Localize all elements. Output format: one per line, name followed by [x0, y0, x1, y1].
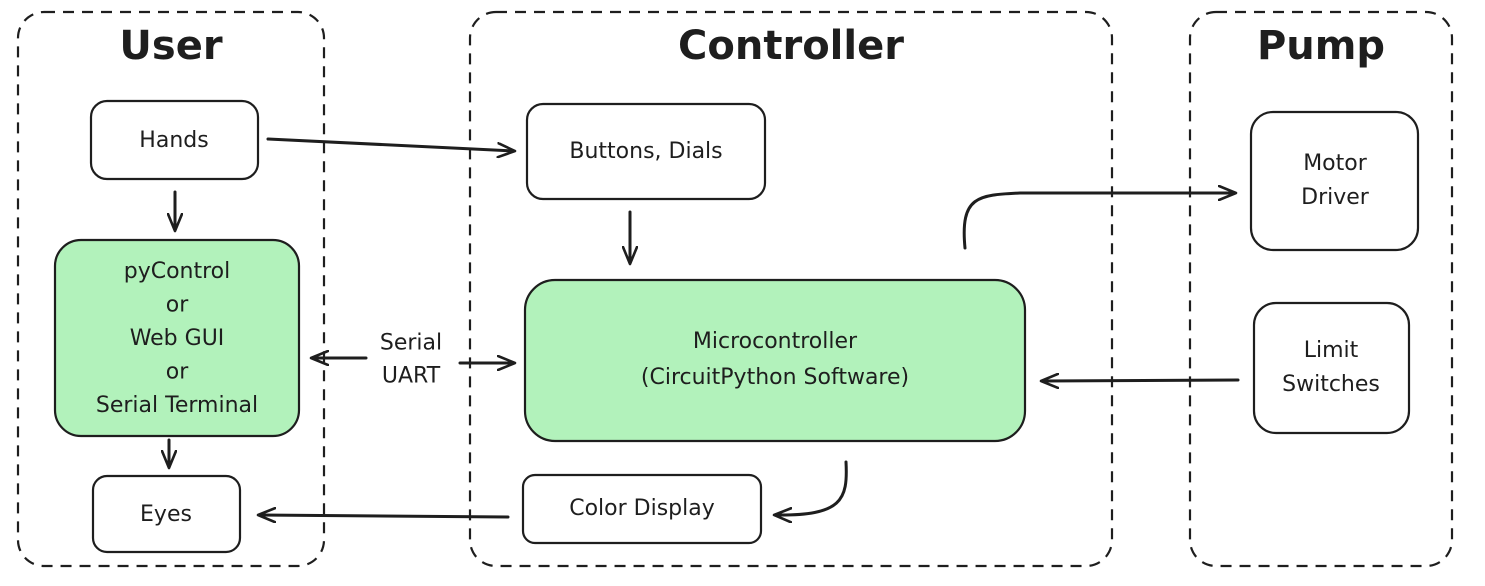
- node-limit-box: [1252, 301, 1411, 435]
- node-interface-label-line: pyControl: [124, 259, 231, 284]
- node-hands-label: Hands: [139, 128, 208, 153]
- group-pump-title: Pump: [1257, 23, 1385, 69]
- serial-uart-label-line: UART: [382, 363, 441, 388]
- node-buttons-box: [525, 102, 767, 201]
- node-display-label: Color Display: [569, 496, 715, 521]
- node-interface-label-line: or: [166, 292, 189, 317]
- node-buttons-label-line: Buttons, Dials: [569, 139, 722, 164]
- group-controller-frame: [468, 10, 1114, 568]
- edge-limit-to-micro: [1042, 380, 1240, 381]
- node-interface-label-line: Serial Terminal: [96, 393, 258, 418]
- edge-micro-to-motor: [962, 193, 1235, 250]
- node-micro-box: [523, 278, 1027, 443]
- node-eyes-label-line: Eyes: [140, 502, 192, 527]
- node-hands-box: [89, 99, 260, 181]
- node-interface-box: [53, 238, 301, 438]
- serial-uart-label-line: Serial: [380, 330, 442, 355]
- edges: [169, 137, 1240, 517]
- edge-micro-to-display: [775, 460, 848, 515]
- node-limit-label-line: Limit: [1304, 338, 1359, 363]
- node-buttons: Buttons, Dials: [525, 102, 767, 201]
- node-limit-label-line: Switches: [1282, 372, 1380, 397]
- node-interface-label-line: Web GUI: [130, 326, 225, 351]
- edge-display-to-eyes: [259, 515, 510, 517]
- node-interface-label-line: or: [166, 359, 189, 384]
- group-pump-frame: [1188, 10, 1454, 568]
- group-controller: Controller: [468, 10, 1114, 568]
- node-display-label-line: Color Display: [569, 496, 715, 521]
- node-buttons-label: Buttons, Dials: [569, 139, 722, 164]
- node-eyes-label: Eyes: [140, 502, 192, 527]
- group-user: User: [16, 10, 326, 568]
- node-micro: Microcontroller (CircuitPython Software): [523, 278, 1027, 443]
- node-display-box: [521, 473, 763, 545]
- node-display: Color Display: [521, 473, 763, 545]
- node-eyes: Eyes: [91, 474, 242, 554]
- edge-hands-to-buttons: [266, 137, 514, 151]
- node-hands: Hands: [89, 99, 260, 181]
- node-motor-label-line: Driver: [1301, 185, 1370, 210]
- node-motor-box: [1249, 110, 1420, 252]
- node-eyes-box: [91, 474, 242, 554]
- node-motor-label-line: Motor: [1303, 151, 1368, 176]
- group-user-title: User: [119, 23, 222, 69]
- node-micro-label-line: Microcontroller: [693, 329, 858, 354]
- group-controller-title: Controller: [678, 23, 904, 69]
- node-hands-label-line: Hands: [139, 128, 208, 153]
- node-micro-label: Microcontroller (CircuitPython Software): [641, 329, 909, 390]
- node-micro-label-line: (CircuitPython Software): [641, 365, 909, 390]
- group-pump: Pump: [1188, 10, 1454, 568]
